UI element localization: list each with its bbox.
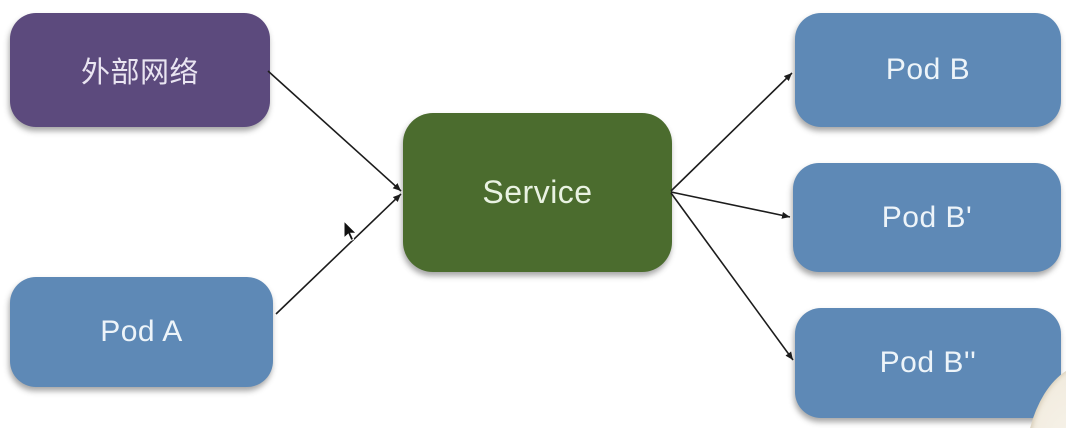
edge-external-network-to-service [267, 70, 402, 192]
node-service-label: Service [482, 174, 593, 210]
node-pod-b-prime: Pod B' [793, 163, 1061, 272]
node-external-network-label: 外部网络 [80, 57, 199, 89]
edge-service-to-pod-b-double-prime [670, 192, 794, 361]
node-pod-a-label: Pod A [100, 315, 183, 348]
node-pod-b-double-prime-label: Pod B'' [879, 346, 977, 379]
edge-pod-a-to-service [275, 193, 402, 315]
node-pod-b-label: Pod B [885, 53, 971, 86]
edge-service-to-pod-b-prime [670, 191, 791, 219]
node-service: Service [403, 113, 672, 272]
edge-service-to-pod-b [670, 72, 793, 192]
node-pod-b-prime-label: Pod B' [881, 200, 973, 234]
node-pod-b-double-prime: Pod B'' [795, 308, 1061, 418]
node-pod-a: Pod A [10, 277, 273, 387]
node-external-network: 外部网络 [10, 13, 270, 127]
node-pod-b: Pod B [795, 13, 1061, 127]
mouse-cursor-icon [343, 219, 358, 242]
